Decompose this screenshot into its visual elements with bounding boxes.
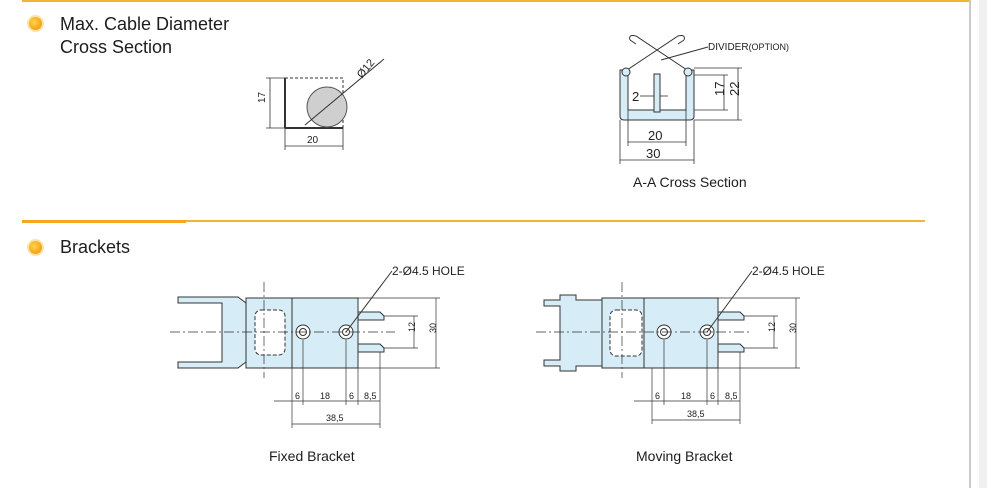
- moving-dim-a: 6: [655, 391, 660, 401]
- height-label: 17: [257, 91, 268, 103]
- fixed-dim-30: 30: [428, 323, 438, 333]
- top-divider: [22, 0, 970, 2]
- page-scroll-gutter: [979, 0, 987, 488]
- page-right-border: [969, 0, 971, 488]
- moving-bracket-tabs: [717, 311, 745, 353]
- divider-leader: [660, 46, 709, 61]
- fixed-dim-b: 18: [320, 391, 330, 401]
- section-divider: [22, 220, 925, 222]
- link-arm-left: [629, 35, 691, 73]
- fixed-hole-label: 2-Ø4.5 HOLE: [392, 264, 465, 278]
- fixed-bracket-caption: Fixed Bracket: [269, 448, 355, 464]
- aa-cross-section-diagram: [619, 35, 742, 164]
- cable-section-title: Max. Cable Diameter Cross Section: [60, 13, 229, 59]
- moving-dim-12: 12: [767, 322, 777, 332]
- fixed-hole-leader: [345, 270, 393, 333]
- moving-hole-leader: [706, 270, 753, 333]
- cable-title-line2: Cross Section: [60, 37, 173, 57]
- fixed-dim-total: 38,5: [326, 413, 344, 423]
- fixed-bracket-diagram: [170, 270, 440, 428]
- divider-gap-label: 2: [632, 89, 639, 104]
- link-arm-hooks: [629, 39, 685, 45]
- cable-diameter-diagram: [266, 58, 385, 150]
- fixed-chain-fork: [177, 296, 247, 369]
- divider-plate: [653, 73, 661, 113]
- pivot-right: [683, 67, 693, 77]
- moving-dim-c: 6: [710, 391, 715, 401]
- outer-width-label: 30: [646, 146, 660, 161]
- moving-hole-label: 2-Ø4.5 HOLE: [752, 264, 825, 278]
- divider-label-text: DIVIDER: [708, 42, 749, 53]
- moving-bracket-diagram: [536, 270, 800, 424]
- moving-dim-total: 38,5: [687, 409, 705, 419]
- fixed-dim-a: 6: [295, 391, 300, 401]
- fixed-dim-c: 6: [349, 391, 354, 401]
- width-label: 20: [307, 135, 319, 146]
- fixed-bracket-tabs: [357, 311, 385, 353]
- divider-option-text: (OPTION): [749, 42, 790, 52]
- diameter-label: Ø12: [355, 57, 378, 81]
- fixed-dim-d: 8,5: [364, 391, 377, 401]
- moving-link-window: [609, 309, 643, 357]
- section-divider-accent: [22, 220, 186, 223]
- fixed-dim-12: 12: [407, 322, 417, 332]
- link-arm-right: [623, 35, 685, 73]
- bullet-icon: [29, 17, 42, 30]
- moving-dim-d: 8,5: [725, 391, 738, 401]
- brackets-section-title: Brackets: [60, 237, 131, 257]
- divider-label: DIVIDER(OPTION): [708, 42, 789, 53]
- bullet-icon: [29, 241, 42, 254]
- inner-height-label: 17: [712, 82, 727, 96]
- cable-title-line1: Max. Cable Diameter: [60, 14, 230, 34]
- diameter-leader: [304, 58, 385, 126]
- moving-bracket-caption: Moving Bracket: [636, 448, 733, 464]
- outer-height-label: 22: [727, 82, 742, 96]
- moving-dim-b: 18: [681, 391, 691, 401]
- moving-dim-30: 30: [788, 323, 798, 333]
- inner-width-label: 20: [648, 128, 662, 143]
- pivot-left: [621, 67, 631, 77]
- moving-chain-end: [543, 294, 603, 372]
- fixed-link-window: [254, 309, 286, 356]
- aa-cross-section-caption: A-A Cross Section: [633, 174, 747, 190]
